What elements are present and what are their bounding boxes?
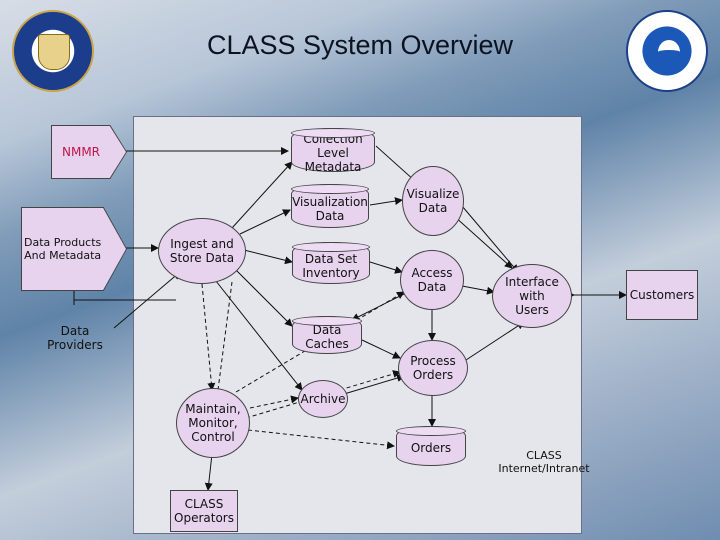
maintain-monitor-control-process: Maintain, Monitor, Control	[176, 388, 250, 458]
data-products-entity: Data Products And Metadata	[22, 208, 126, 290]
class-internet-intranet-label: CLASS Internet/Intranet	[498, 449, 590, 475]
department-of-commerce-seal-icon	[12, 10, 94, 92]
archive-store: Archive	[298, 380, 348, 418]
interface-users-process: Interface with Users	[492, 264, 572, 328]
orders-store: Orders	[396, 426, 466, 466]
noaa-logo-icon	[626, 10, 708, 92]
page-title: CLASS System Overview	[206, 30, 514, 60]
process-orders-process: Process Orders	[398, 340, 468, 396]
collection-metadata-store: Collection Level Metadata	[291, 128, 375, 174]
visualize-data-process: Visualize Data	[402, 166, 464, 236]
visualization-data-store: Visualization Data	[291, 184, 369, 228]
ingest-store-process: Ingest and Store Data	[158, 218, 246, 284]
data-caches-store: Data Caches	[292, 316, 362, 354]
access-data-process: Access Data	[400, 250, 464, 310]
class-operators-entity: CLASS Operators	[170, 490, 238, 532]
nmmr-entity: NMMR	[52, 126, 126, 178]
data-set-inventory-store: Data Set Inventory	[292, 242, 370, 284]
data-providers-entity: Data Providers	[47, 324, 103, 352]
customers-entity: Customers	[626, 270, 698, 320]
